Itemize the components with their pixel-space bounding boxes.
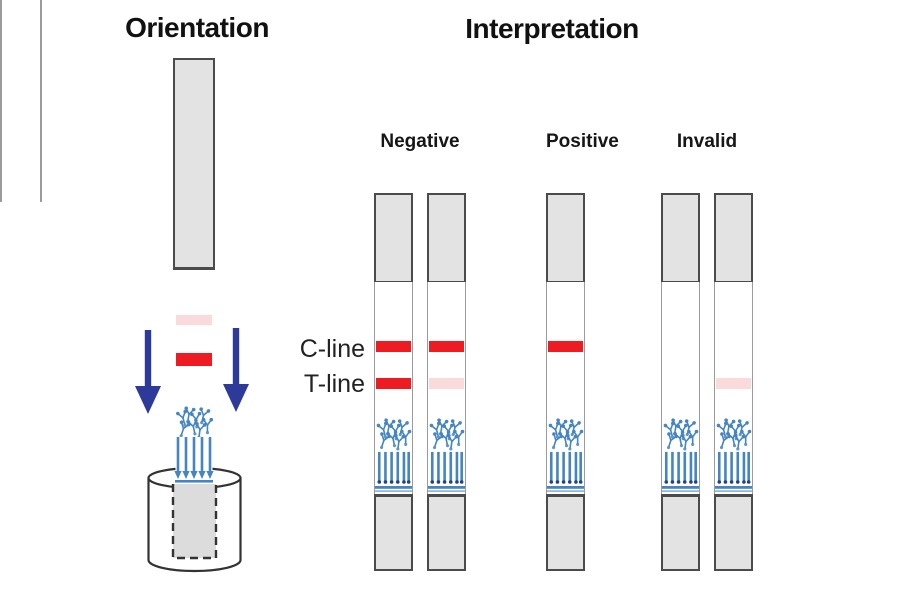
result-group-label: Positive [546, 131, 619, 152]
strip-top-pad [546, 193, 585, 284]
orientation-lower-line [176, 353, 212, 366]
t-line-mark [429, 378, 464, 389]
strip-bottom-pad [714, 494, 753, 571]
strip-bottom-pad [661, 494, 700, 571]
orientation-strip-top-pad [173, 58, 215, 270]
t-line-label: T-line [303, 370, 365, 398]
strip-in-cup [171, 484, 218, 560]
test-strip [661, 193, 700, 571]
orientation-strip-membrane [0, 0, 42, 202]
orientation-upper-line [176, 315, 212, 325]
result-group-positive: Positive [546, 131, 619, 571]
strip-bottom-pad [546, 494, 585, 571]
conjugate-particles-zone [547, 414, 584, 493]
c-line-mark [429, 341, 464, 352]
flow-arrows-into-cup [173, 437, 215, 484]
conjugate-particles-zone [715, 414, 752, 493]
test-strip [714, 193, 753, 571]
c-line-mark [548, 341, 583, 352]
test-strip [427, 193, 466, 571]
sample-cup [147, 466, 242, 573]
result-group-negative: Negative [374, 131, 466, 571]
conjugate-particles-zone [428, 414, 465, 493]
strip-top-pad [714, 193, 753, 284]
down-arrow-icon [135, 330, 161, 414]
result-group-label: Invalid [676, 131, 738, 152]
orientation-title: Orientation [125, 12, 269, 43]
test-strip [546, 193, 585, 571]
t-line-mark [376, 378, 411, 389]
interpretation-title: Interpretation [465, 13, 639, 44]
down-arrow-icon [223, 328, 249, 412]
strip-top-pad [661, 193, 700, 284]
strip-top-pad [427, 193, 466, 284]
strip-bottom-pad [374, 494, 413, 571]
conjugate-particles-zone [375, 414, 412, 493]
result-group-invalid: Invalid [661, 131, 753, 571]
c-line-mark [376, 341, 411, 352]
strip-top-pad [374, 193, 413, 284]
conjugate-particles-zone [662, 414, 699, 493]
test-strip [374, 193, 413, 571]
strip-bottom-pad [427, 494, 466, 571]
c-line-label: C-line [299, 335, 365, 363]
result-group-label: Negative [380, 131, 460, 152]
t-line-mark [716, 378, 751, 389]
